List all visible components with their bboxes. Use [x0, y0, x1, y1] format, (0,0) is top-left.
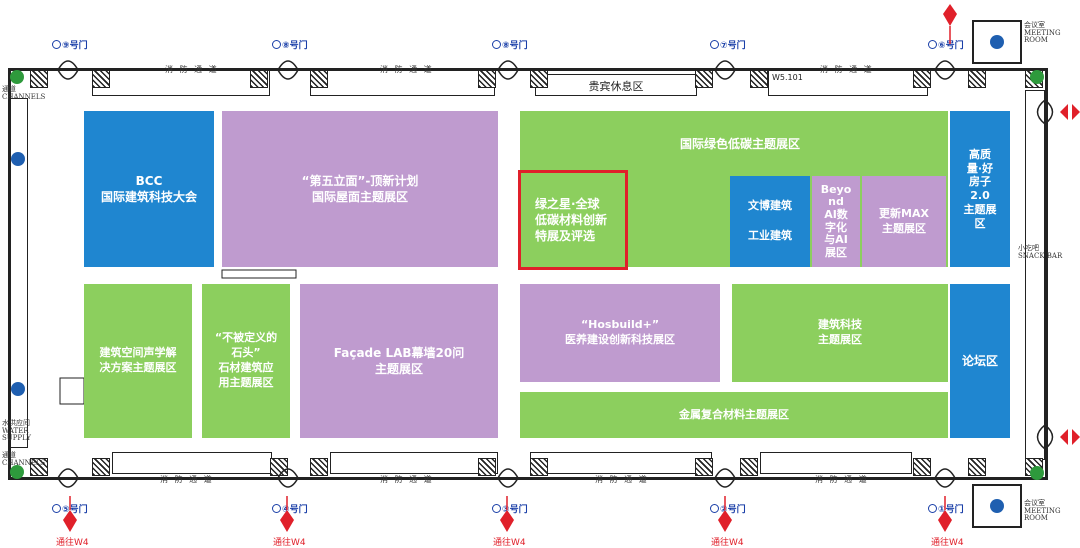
pillar [968, 458, 986, 476]
left-channel [10, 98, 28, 448]
exit-icon-top-right [1030, 70, 1044, 84]
meeting-room-top-icon [990, 35, 1004, 49]
exit-icon-top-left [10, 70, 24, 84]
gate-label-bottom-3: ③号门 [492, 502, 528, 515]
zone-hosbuild[interactable]: “Hosbuild+” 医养建设创新科技展区 [520, 284, 720, 382]
gate-label-top-2: ⑧号门 [272, 38, 308, 51]
pillar [250, 70, 268, 88]
bottom-corridor-3-label: 消 防 通 道 [595, 475, 649, 484]
meeting-room-bottom-label: 会议室 MEETING ROOM [1024, 499, 1061, 523]
zone-stone[interactable]: “不被定义的 石头” 石材建筑应 用主题展区 [202, 284, 290, 438]
hall-wall-top [8, 68, 1048, 71]
gate-label-bottom-2: ④号门 [272, 502, 308, 515]
room-w5101 [768, 70, 928, 96]
restroom-icon-lower [11, 382, 25, 396]
hall-wall-right [1045, 68, 1048, 480]
hall-wall-bottom [8, 477, 1048, 480]
gate-label-top-5: ⑥号门 [928, 38, 964, 51]
gate-label-top-1: ⑨号门 [52, 38, 88, 51]
zone-renew-max[interactable]: 更新MAX 主题展区 [862, 176, 946, 267]
pillar [92, 70, 110, 88]
snack-bar-label: 小吃吧 SNACK BAR [1018, 244, 1063, 260]
to-w4-label-4: 通往W4 [711, 538, 744, 548]
zone-building-tech[interactable]: 建筑科技 主题展区 [732, 284, 948, 382]
top-fire-corridor-2 [310, 70, 495, 96]
water-supply-label: 水供应间 WATER SUPPLY [2, 419, 31, 443]
zone-fifth-facade[interactable]: “第五立面”-顶新计划 国际屋面主题展区 [222, 111, 498, 267]
meeting-room-bottom-icon [990, 499, 1004, 513]
exit-icon-bottom-left [10, 465, 24, 479]
bottom-corridor-4-label: 消 防 通 道 [815, 475, 869, 484]
channels-top-label: 通道 CHANNELS [2, 85, 46, 101]
zone-forum[interactable]: 论坛区 [950, 284, 1010, 438]
hall-wall-left [8, 68, 11, 480]
gate-label-top-4: ⑦号门 [710, 38, 746, 51]
bottom-corridor-1-label: 消 防 通 道 [160, 475, 214, 484]
to-w4-label-3: 通往W4 [493, 538, 526, 548]
pillar [913, 458, 931, 476]
meeting-room-top-label: 会议室 MEETING ROOM [1024, 21, 1061, 45]
zone-green-star[interactable]: 绿之星·全球 低碳材料创新 特展及评选 [518, 170, 628, 270]
gate-label-bottom-4: ②号门 [710, 502, 746, 515]
zone-facade-lab[interactable]: Façade LAB幕墙20问 主题展区 [300, 284, 498, 438]
pillar [30, 70, 48, 88]
pillar [968, 70, 986, 88]
room-code-label: W5.101 [772, 73, 803, 82]
zone-bcc[interactable]: BCC 国际建筑科技大会 [84, 111, 214, 267]
bottom-corridor-4 [760, 452, 912, 474]
vip-lounge-label: 贵宾休息区 [588, 80, 644, 93]
zone-intl-green-label[interactable]: 国际绿色低碳主题展区 [679, 137, 800, 151]
pillar [310, 458, 328, 476]
top-fire-corridor-3-label: 消 防 通 道 [820, 65, 874, 74]
pillar [30, 458, 48, 476]
zone-culture-industrial[interactable]: 文博建筑 工业建筑 [730, 176, 810, 267]
to-w4-label-5: 通往W4 [931, 538, 964, 548]
pillar [530, 458, 548, 476]
pillar [740, 458, 758, 476]
bottom-corridor-2-label: 消 防 通 道 [380, 475, 434, 484]
zone-acoustic[interactable]: 建筑空间声学解 决方案主题展区 [84, 284, 192, 438]
pillar [530, 70, 548, 88]
top-fire-corridor-2-label: 消 防 通 道 [380, 65, 434, 74]
pillar [913, 70, 931, 88]
channels-bottom-label: 通道 CHANNELS [2, 451, 46, 467]
gate-label-bottom-1: ⑤号门 [52, 502, 88, 515]
zone-beyond-ai[interactable]: Beyo nd AI数 字化 与AI 展区 [812, 176, 860, 267]
zone-metal-composite[interactable]: 金属复合材料主题展区 [520, 392, 948, 438]
top-fire-corridor-1 [92, 70, 270, 96]
pillar [695, 458, 713, 476]
pillar [478, 70, 496, 88]
bottom-corridor-2 [330, 452, 498, 474]
pillar [750, 70, 768, 88]
gate-label-top-3: ⑧号门 [492, 38, 528, 51]
meeting-room-bottom [972, 484, 1022, 528]
zone-quality-home[interactable]: 高质 量·好 房子 2.0 主题展 区 [950, 111, 1010, 267]
pillar [310, 70, 328, 88]
to-w4-label-2: 通往W4 [273, 538, 306, 548]
pillar [695, 70, 713, 88]
restroom-icon-upper [11, 152, 25, 166]
exit-icon-bottom-right [1030, 466, 1044, 480]
meeting-room-top [972, 20, 1022, 64]
pillar [92, 458, 110, 476]
gate-label-bottom-5: ①号门 [928, 502, 964, 515]
top-fire-corridor-1-label: 消 防 通 道 [165, 65, 219, 74]
to-w4-label-1: 通往W4 [56, 538, 89, 548]
pillar [478, 458, 496, 476]
